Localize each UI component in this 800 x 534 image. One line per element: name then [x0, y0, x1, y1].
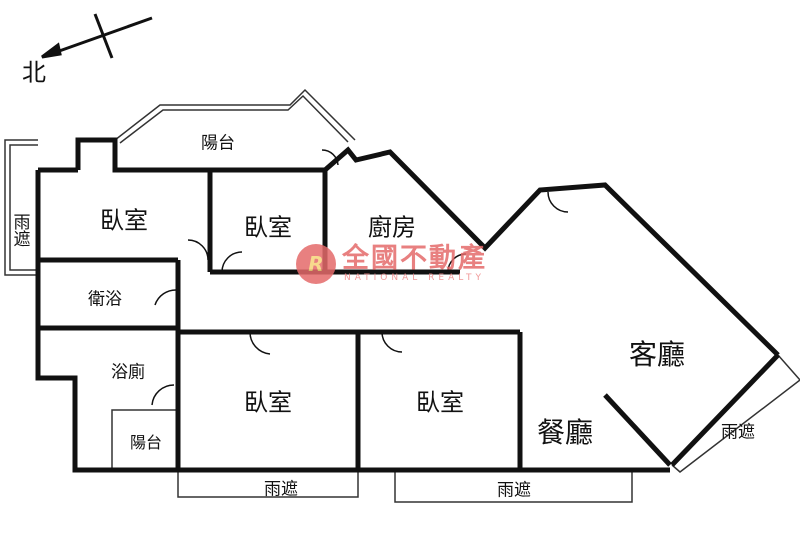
room-bedroom-2: 臥室: [244, 213, 292, 242]
room-toilet: 浴廁: [111, 362, 145, 383]
room-bathroom: 衛浴: [88, 289, 122, 310]
room-dining: 餐廳: [536, 416, 594, 449]
room-bedroom-1: 臥室: [100, 206, 148, 235]
room-balcony-small: 陽台: [129, 433, 163, 452]
watermark: R 全國不動產 NATIONAL REALTY: [296, 244, 487, 284]
room-living: 客廳: [628, 338, 686, 371]
north-label: 北: [22, 58, 46, 87]
walls: [35, 137, 780, 473]
room-canopy-left: 雨遮: [9, 213, 30, 247]
room-canopy-bottom-1: 雨遮: [264, 479, 298, 500]
thin-outlines: [4, 88, 800, 503]
room-canopy-bottom-2: 雨遮: [497, 480, 531, 501]
watermark-logo-icon: R: [296, 244, 336, 284]
room-bedroom-4: 臥室: [416, 388, 464, 417]
watermark-brand-en: NATIONAL REALTY: [343, 273, 486, 283]
room-kitchen: 廚房: [368, 213, 416, 242]
watermark-brand-cn: 全國不動產: [342, 243, 487, 274]
room-canopy-right: 雨遮: [721, 422, 755, 443]
room-bedroom-3: 臥室: [244, 388, 292, 417]
room-balcony-top: 陽台: [201, 133, 235, 154]
compass: [41, 13, 153, 59]
doors: [151, 149, 569, 406]
